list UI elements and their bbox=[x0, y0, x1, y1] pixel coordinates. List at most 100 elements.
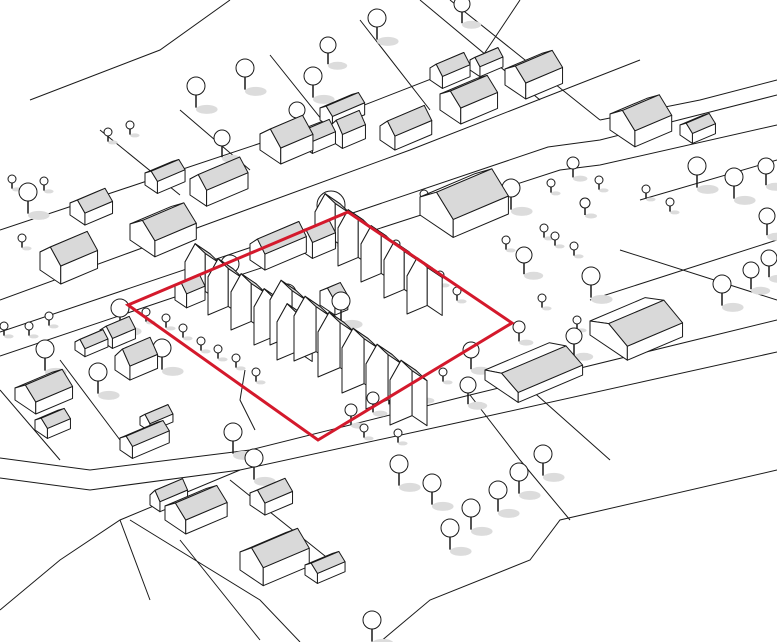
tree-shadow bbox=[28, 210, 50, 220]
tree-shadow bbox=[201, 349, 211, 354]
building bbox=[249, 477, 294, 516]
tree bbox=[539, 223, 554, 241]
tree-crown bbox=[581, 266, 601, 286]
roof-front bbox=[310, 551, 346, 574]
building bbox=[39, 230, 99, 285]
tree-crown bbox=[110, 298, 130, 318]
tree-crown bbox=[344, 403, 358, 417]
site-boundary bbox=[124, 210, 515, 442]
tree bbox=[565, 327, 594, 361]
tree bbox=[758, 207, 777, 241]
roof-front bbox=[76, 187, 114, 214]
tree bbox=[44, 311, 59, 329]
tree bbox=[103, 127, 118, 145]
tree bbox=[186, 76, 218, 114]
tree bbox=[18, 182, 50, 220]
tree-crown bbox=[440, 518, 460, 538]
tree-shadow bbox=[4, 334, 14, 339]
roof-front bbox=[197, 156, 249, 191]
tree bbox=[579, 197, 597, 219]
tree bbox=[359, 423, 374, 441]
roof-front bbox=[251, 527, 310, 569]
building bbox=[589, 297, 684, 361]
tree-shadow bbox=[468, 401, 488, 410]
tree bbox=[712, 274, 744, 312]
roof-front bbox=[376, 343, 404, 366]
tree-shadow bbox=[767, 232, 777, 241]
tree-crown bbox=[665, 197, 675, 207]
tree-shadow bbox=[255, 380, 266, 385]
tree-shadow bbox=[734, 195, 756, 205]
tree-shadow bbox=[511, 206, 533, 216]
building bbox=[259, 114, 314, 165]
tree-shadow bbox=[506, 248, 516, 253]
tree bbox=[488, 480, 520, 518]
tree-crown bbox=[24, 321, 34, 331]
tree-shadow bbox=[766, 182, 777, 191]
tree-shadow bbox=[599, 188, 609, 193]
tree-crown bbox=[303, 66, 323, 86]
tree-crown bbox=[213, 129, 231, 147]
building bbox=[129, 202, 197, 258]
tree-crown bbox=[572, 315, 582, 325]
tree-crown bbox=[103, 127, 113, 137]
tree bbox=[757, 157, 777, 191]
roof-front bbox=[174, 484, 228, 521]
tree bbox=[251, 367, 266, 385]
tree-crown bbox=[88, 362, 108, 382]
tree bbox=[566, 156, 588, 182]
roof-front bbox=[40, 407, 71, 429]
tree-shadow bbox=[328, 61, 348, 70]
tree-shadow bbox=[196, 104, 218, 114]
tree-shadow bbox=[471, 526, 493, 536]
tree-shadow bbox=[162, 366, 184, 376]
tree-shadow bbox=[519, 339, 534, 346]
tree bbox=[742, 261, 771, 295]
tree-shadow bbox=[524, 271, 544, 280]
tree-shadow bbox=[722, 302, 744, 312]
building bbox=[609, 94, 673, 148]
tree-crown bbox=[17, 233, 27, 243]
tree bbox=[17, 233, 32, 251]
tree-crown bbox=[569, 241, 579, 251]
tree-shadow bbox=[22, 246, 32, 251]
building bbox=[389, 359, 428, 427]
tree-crown bbox=[539, 223, 549, 233]
tree-crown bbox=[251, 367, 261, 377]
building bbox=[239, 527, 310, 587]
building bbox=[14, 368, 74, 415]
tree bbox=[641, 184, 656, 202]
roof-front bbox=[501, 345, 584, 393]
plot-line bbox=[0, 359, 331, 642]
tree bbox=[452, 286, 467, 304]
tree bbox=[760, 249, 777, 283]
tree-shadow bbox=[551, 191, 561, 196]
building bbox=[429, 52, 471, 89]
building bbox=[484, 342, 584, 403]
tree bbox=[550, 231, 565, 249]
tree-shadow bbox=[432, 501, 454, 511]
building bbox=[304, 551, 346, 584]
tree bbox=[459, 376, 488, 410]
tree-crown bbox=[319, 36, 337, 54]
tree bbox=[515, 246, 544, 280]
tree-shadow bbox=[769, 274, 777, 283]
building bbox=[164, 484, 228, 535]
tree-shadow bbox=[49, 324, 59, 329]
tree-crown bbox=[438, 367, 448, 377]
tree bbox=[501, 235, 516, 253]
building bbox=[34, 407, 71, 439]
building bbox=[69, 187, 114, 226]
tree-crown bbox=[565, 327, 583, 345]
tree-crown bbox=[186, 76, 206, 96]
roof-front bbox=[49, 230, 99, 267]
tree-crown bbox=[359, 423, 369, 433]
tree-crown bbox=[594, 175, 604, 185]
building bbox=[74, 329, 109, 358]
building bbox=[469, 47, 504, 78]
roof-front bbox=[125, 420, 170, 447]
tree bbox=[509, 462, 541, 500]
tree bbox=[366, 391, 388, 417]
tree-shadow bbox=[377, 36, 399, 46]
